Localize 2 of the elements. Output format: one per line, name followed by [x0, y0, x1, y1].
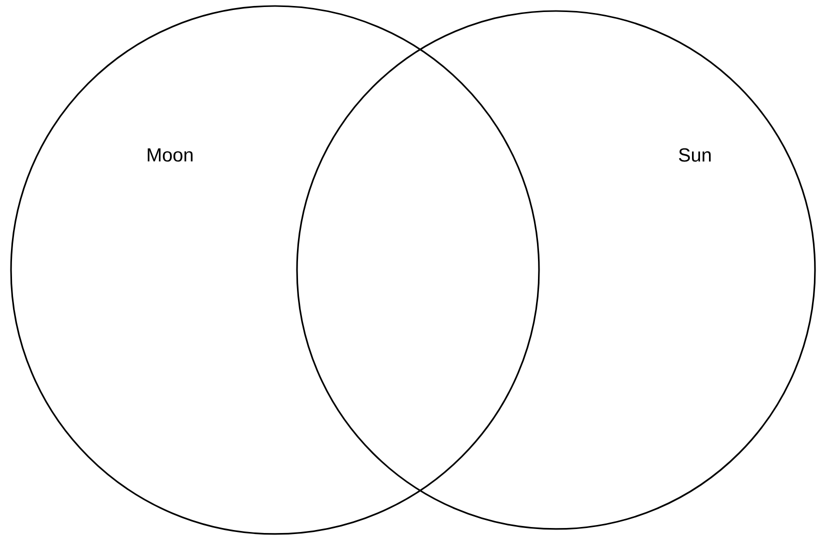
set-label: Moon	[148, 148, 193, 162]
set-label: Sun	[678, 148, 711, 162]
